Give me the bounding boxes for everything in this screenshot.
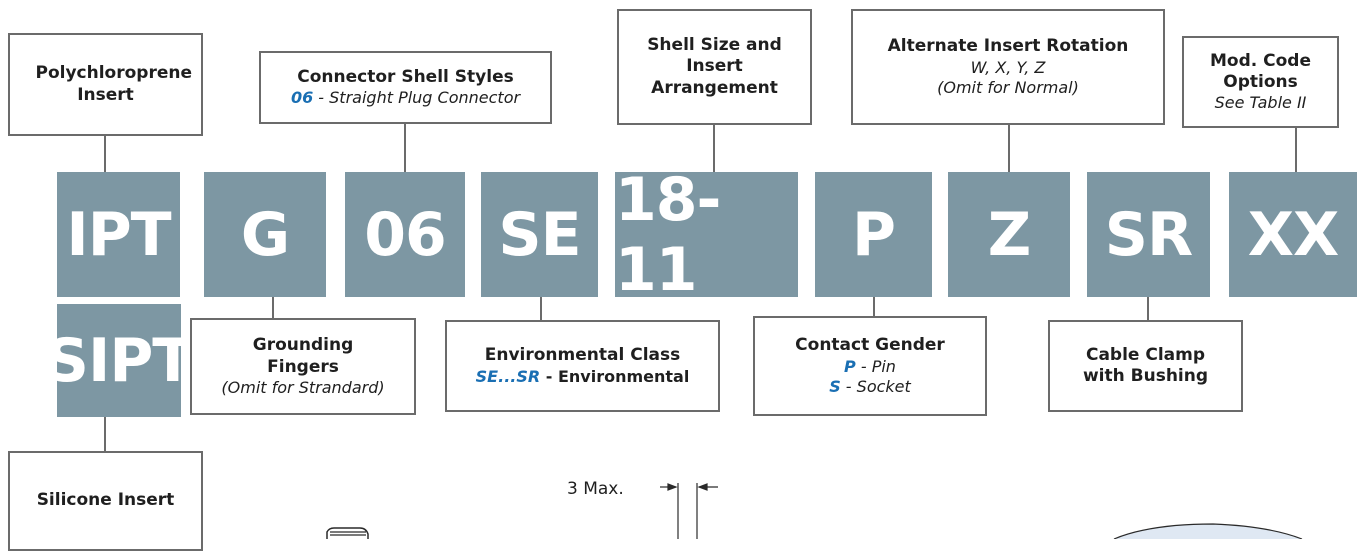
code-ipt: IPT (57, 172, 180, 297)
leader-polychloroprene (104, 136, 106, 172)
label-contact-gender: Contact Gender P - Pin S - Socket (753, 316, 987, 416)
leader-environmental (540, 297, 542, 320)
label-shell-size-insert: Shell Size and Insert Arrangement (617, 9, 812, 125)
leader-shell-styles (404, 124, 406, 172)
label-grounding-fingers: Grounding Fingers (Omit for Strandard) (190, 318, 416, 415)
code-g: G (204, 172, 326, 297)
leader-clamp (1147, 297, 1149, 320)
leader-gender (873, 297, 875, 316)
label-cable-clamp: Cable Clamp with Bushing (1048, 320, 1243, 412)
leader-shell-size (713, 125, 715, 172)
dimension-label: 3 Max. (567, 479, 624, 499)
code-18-11: 18-11 (615, 165, 798, 305)
leader-mod-code (1295, 128, 1297, 172)
code-p: P (815, 172, 932, 297)
code-z: Z (948, 172, 1070, 297)
code-se: SE (481, 172, 598, 297)
leader-rotation (1008, 125, 1010, 172)
label-alternate-insert-rotation: Alternate Insert Rotation W, X, Y, Z (Om… (851, 9, 1165, 125)
code-sr: SR (1087, 172, 1210, 297)
code-06: 06 (345, 172, 465, 297)
code-sipt: SIPT (46, 304, 193, 417)
label-polychloroprene-insert: Polychloroprene Insert (8, 33, 203, 136)
drawing-fragment: 3 Max. (326, 479, 1303, 539)
leader-silicone (104, 417, 106, 451)
code-xx: XX (1229, 172, 1357, 297)
label-environmental-class: Environmental Class SE...SR - Environmen… (445, 320, 720, 412)
label-mod-code-options: Mod. Code Options See Table II (1182, 36, 1339, 128)
label-connector-shell-styles: Connector Shell Styles 06 - Straight Plu… (259, 51, 552, 124)
label-silicone-insert: Silicone Insert (8, 451, 203, 551)
leader-grounding (272, 297, 274, 318)
